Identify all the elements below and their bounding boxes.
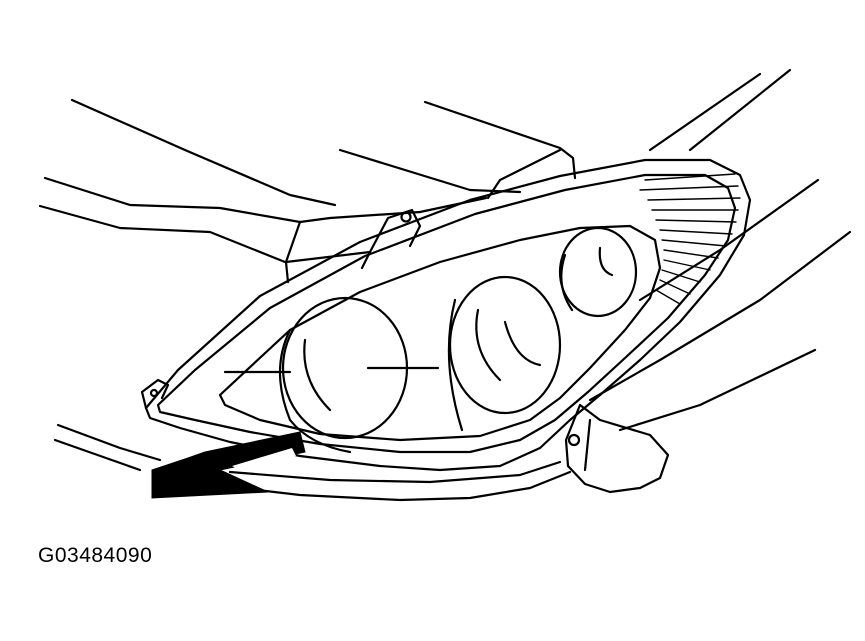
lower-mounting-bracket (564, 403, 670, 494)
top-mounting-bracket (360, 208, 422, 270)
removal-direction-arrow (151, 431, 306, 499)
high-beam-lens (447, 275, 562, 432)
lens-hatching (639, 173, 741, 305)
hood-panel (38, 98, 577, 284)
bumper-panel (53, 423, 572, 502)
turn-signal-lens (558, 226, 638, 318)
headlamp-housing (140, 158, 752, 472)
reflector-surround (218, 224, 662, 442)
low-beam-lens (223, 296, 440, 454)
fender-panel (588, 68, 852, 432)
figure-code: G03484090 (38, 544, 153, 567)
